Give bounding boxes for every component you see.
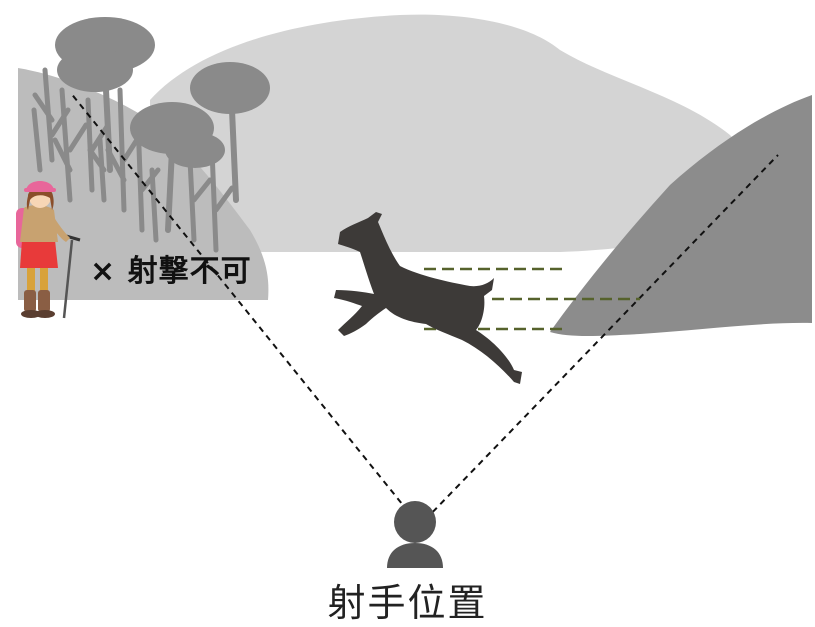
shooter-icon [387, 501, 443, 568]
distant-hill [150, 14, 754, 253]
shooter-body [387, 543, 443, 568]
hiker-illustration [16, 181, 81, 319]
right-slope [550, 95, 812, 336]
sight-line-left [69, 91, 416, 521]
shooter-head [394, 501, 436, 543]
no-shoot-label: × 射撃不可 [90, 254, 252, 289]
deer-silhouette-icon [334, 212, 522, 384]
sight-line-right [424, 154, 779, 521]
forest [31, 17, 270, 253]
sight-lines [69, 91, 779, 521]
shooter-position-label: 射手位置 [327, 581, 488, 625]
